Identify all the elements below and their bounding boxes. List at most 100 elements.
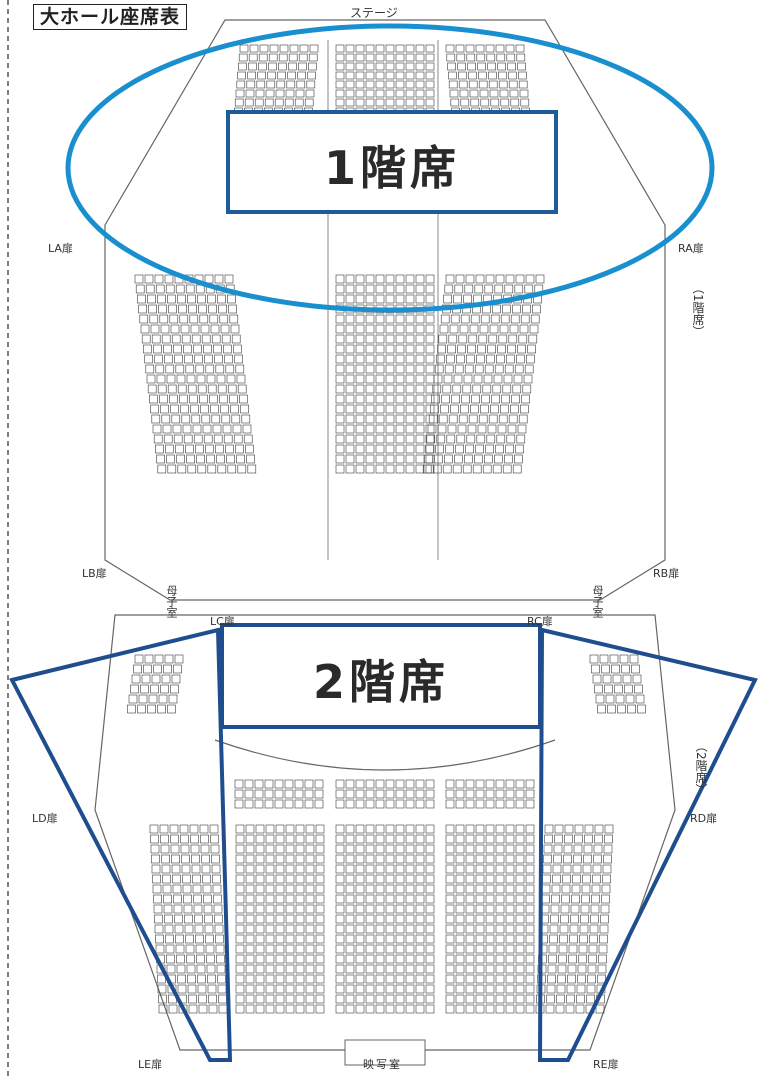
seat — [508, 71, 517, 80]
seat — [517, 424, 527, 434]
seat — [502, 304, 511, 314]
seat — [223, 344, 232, 354]
seat — [515, 799, 525, 809]
seat — [507, 62, 516, 71]
seat — [192, 884, 202, 894]
seat — [475, 884, 485, 894]
seat — [584, 824, 594, 834]
seat — [484, 364, 494, 374]
seat — [467, 344, 476, 354]
seat — [415, 384, 425, 394]
seat — [571, 884, 581, 894]
seat — [190, 324, 200, 334]
seat — [305, 1004, 315, 1014]
seat — [365, 364, 375, 374]
seat — [395, 364, 405, 374]
seat — [345, 824, 355, 834]
seat — [515, 914, 525, 924]
seat — [461, 394, 470, 404]
seat — [208, 1004, 218, 1014]
seat — [235, 954, 245, 964]
seat — [203, 904, 213, 914]
seat — [158, 694, 168, 704]
seat — [489, 89, 499, 98]
seat — [143, 664, 152, 674]
seat — [295, 914, 305, 924]
seat — [207, 974, 216, 984]
seat — [425, 789, 435, 799]
seat — [305, 89, 315, 98]
seat — [505, 844, 515, 854]
seat — [507, 344, 516, 354]
seat — [495, 1004, 505, 1014]
seat — [385, 354, 395, 364]
seat — [448, 414, 458, 424]
seat — [405, 424, 415, 434]
seat — [265, 944, 275, 954]
seat — [199, 314, 209, 324]
seat — [265, 854, 275, 864]
floor1-label: 1階席 — [323, 141, 460, 195]
seat — [405, 374, 415, 384]
seat — [375, 71, 385, 80]
seat — [627, 704, 636, 714]
seat — [315, 994, 325, 1004]
seat — [264, 98, 274, 107]
seat — [190, 404, 199, 414]
seat — [415, 294, 425, 304]
seat — [164, 354, 173, 364]
seat — [152, 874, 161, 884]
seat — [365, 799, 375, 809]
seat — [463, 374, 473, 384]
seat — [164, 914, 173, 924]
seat — [150, 834, 159, 844]
seat — [148, 694, 158, 704]
seat — [345, 394, 355, 404]
seat — [275, 944, 285, 954]
seat — [284, 98, 294, 107]
seat — [375, 874, 385, 884]
seat — [237, 71, 246, 80]
seat — [482, 384, 492, 394]
floor2-label-box — [220, 623, 542, 729]
seat — [428, 414, 438, 424]
seat — [495, 444, 504, 454]
seat — [295, 1004, 305, 1014]
seat — [495, 44, 505, 53]
seat — [375, 824, 385, 834]
seat — [164, 924, 174, 934]
seat — [415, 964, 425, 974]
seat — [180, 324, 190, 334]
seat — [160, 324, 170, 334]
seat — [446, 354, 455, 364]
seat — [345, 864, 355, 874]
seat — [566, 994, 575, 1004]
seat — [264, 779, 274, 789]
seat — [455, 444, 464, 454]
seat — [181, 334, 191, 344]
seat — [513, 374, 523, 384]
seat — [405, 434, 415, 444]
seat — [305, 964, 315, 974]
seat — [499, 89, 509, 98]
seat — [255, 934, 265, 944]
seat — [385, 874, 395, 884]
seat — [256, 80, 266, 89]
seat — [167, 384, 177, 394]
seat — [151, 414, 161, 424]
seat — [446, 434, 456, 444]
seat — [566, 984, 576, 994]
seat — [495, 864, 505, 874]
seat — [375, 779, 385, 789]
seat — [475, 944, 485, 954]
seat — [295, 944, 305, 954]
seat — [456, 354, 465, 364]
seat — [583, 844, 593, 854]
seat — [456, 434, 466, 444]
seat — [355, 384, 365, 394]
seat — [475, 1004, 485, 1014]
seat — [452, 464, 462, 474]
page-title: 大ホール座席表 — [33, 4, 188, 30]
seat — [375, 89, 385, 98]
seat — [415, 884, 425, 894]
